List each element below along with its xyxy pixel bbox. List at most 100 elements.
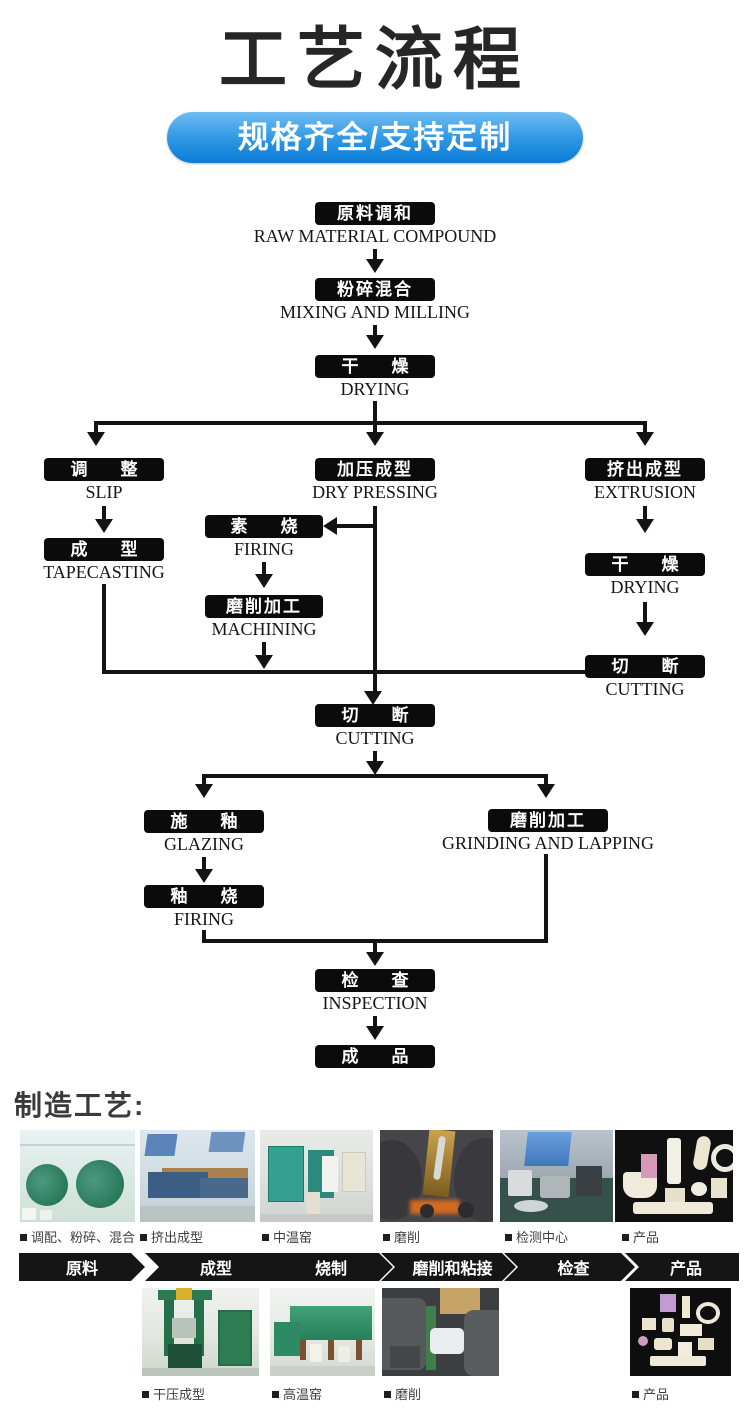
photo-detail <box>410 1200 460 1214</box>
connector <box>643 506 647 521</box>
connector <box>643 602 647 624</box>
photo-detail <box>76 1160 124 1208</box>
photo-detail <box>200 1178 248 1198</box>
flow-label-grinding-lapping: GRINDING AND LAPPING <box>441 833 654 853</box>
photo-detail <box>638 1336 648 1346</box>
photo-detail <box>458 1202 474 1218</box>
flow-node-dry-pressing: 加压成型 <box>315 458 435 481</box>
photo-detail <box>310 1344 322 1362</box>
flow-node-extrusion: 挤出成型 <box>585 458 705 481</box>
photo-detail <box>172 1318 196 1338</box>
arrow-down-icon <box>537 784 555 798</box>
spec-banner: 规格齐全/支持定制 <box>167 112 583 163</box>
step-product: 产品 <box>625 1253 739 1281</box>
photo-grinding-closeup <box>380 1130 493 1222</box>
photo-detail <box>667 1138 681 1184</box>
photo-detail <box>711 1144 733 1172</box>
arrow-down-icon <box>255 574 273 588</box>
flow-label-dry-pressing: DRY PRESSING <box>312 482 438 502</box>
connector <box>102 506 106 521</box>
photo-caption: 检测中心 <box>505 1227 568 1246</box>
square-bullet-icon <box>632 1391 639 1398</box>
photo-detail <box>390 1346 420 1368</box>
flow-label-biscuit-firing: FIRING <box>233 539 294 559</box>
connector <box>373 325 377 337</box>
flow-label-glazing: GLAZING <box>164 834 244 854</box>
photo-detail <box>660 1294 676 1312</box>
arrow-down-icon <box>366 335 384 349</box>
photo-detail <box>148 1172 208 1198</box>
flow-label-drying-2: DRYING <box>610 577 680 597</box>
photo-detail <box>698 1338 714 1350</box>
photo-detail <box>260 1214 373 1222</box>
caption-text: 调配、粉碎、混合 <box>31 1230 136 1245</box>
step-raw-material: 原料 <box>19 1253 145 1281</box>
photo-caption: 挤出成型 <box>140 1227 203 1246</box>
arrow-down-icon <box>636 432 654 446</box>
connector <box>373 943 377 954</box>
step-forming: 成型 <box>145 1253 279 1281</box>
photo-products <box>615 1130 733 1222</box>
flow-node-machining: 磨削加工 <box>205 595 323 618</box>
arrow-down-icon <box>366 952 384 966</box>
caption-text: 产品 <box>633 1230 660 1245</box>
flow-node-grinding-lapping: 磨削加工 <box>488 809 608 832</box>
photo-ball-mills <box>20 1130 135 1222</box>
photo-detail <box>168 1344 202 1370</box>
photo-detail <box>642 1318 656 1330</box>
photo-detail <box>290 1306 372 1340</box>
photo-detail <box>680 1324 702 1336</box>
photo-caption: 磨削 <box>383 1227 420 1246</box>
connector <box>94 421 647 425</box>
flow-node-raw-material: 原料调和 <box>315 202 435 225</box>
manufacturing-heading: 制造工艺: <box>14 1090 146 1121</box>
photo-caption: 调配、粉碎、混合 <box>20 1227 135 1246</box>
photo-detail <box>40 1210 52 1220</box>
caption-text: 磨削 <box>395 1387 422 1402</box>
arrow-down-icon <box>87 432 105 446</box>
photo-dry-press <box>142 1288 259 1376</box>
connector <box>373 421 377 434</box>
flow-node-glost-firing: 釉 烧 <box>144 885 264 908</box>
photo-caption: 干压成型 <box>142 1384 205 1403</box>
photo-detail <box>208 1132 246 1152</box>
photo-detail <box>662 1318 674 1332</box>
flow-label-mixing: MIXING AND MILLING <box>280 302 470 322</box>
photo-detail <box>26 1164 68 1206</box>
flow-label-tapecasting: TAPECASTING <box>43 562 165 582</box>
photo-detail <box>711 1178 727 1198</box>
photo-caption: 中温窑 <box>262 1227 312 1246</box>
connector <box>373 751 377 763</box>
photo-detail <box>665 1188 685 1204</box>
photo-detail <box>218 1310 252 1366</box>
photo-detail <box>142 1368 259 1376</box>
connector <box>373 401 377 423</box>
photo-detail <box>696 1302 720 1324</box>
connector <box>337 524 375 528</box>
photo-detail <box>342 1152 366 1192</box>
flow-node-tapecasting: 成 型 <box>44 538 164 561</box>
step-grinding-bonding: 磨削和粘接 <box>381 1253 516 1281</box>
photo-detail <box>140 1206 255 1222</box>
flow-label-cutting-center: CUTTING <box>335 728 415 748</box>
connector <box>262 562 266 576</box>
photo-testing-center <box>500 1130 613 1222</box>
flow-node-biscuit-firing: 素 烧 <box>205 515 323 538</box>
caption-text: 挤出成型 <box>151 1230 204 1245</box>
photo-detail <box>20 1144 135 1146</box>
photo-detail <box>641 1154 657 1178</box>
connector <box>643 421 647 434</box>
photo-detail <box>440 1288 480 1314</box>
square-bullet-icon <box>140 1234 147 1241</box>
photo-detail <box>654 1338 672 1350</box>
flow-label-inspection: INSPECTION <box>322 993 428 1013</box>
caption-text: 磨削 <box>394 1230 421 1245</box>
caption-text: 检测中心 <box>516 1230 569 1245</box>
connector <box>373 249 377 261</box>
photo-detail <box>682 1296 690 1318</box>
square-bullet-icon <box>142 1391 149 1398</box>
connector <box>202 774 548 778</box>
photo-medium-temperature-kiln <box>260 1130 373 1222</box>
caption-text: 中温窑 <box>273 1230 313 1245</box>
flow-node-drying-1: 干 燥 <box>315 355 435 378</box>
